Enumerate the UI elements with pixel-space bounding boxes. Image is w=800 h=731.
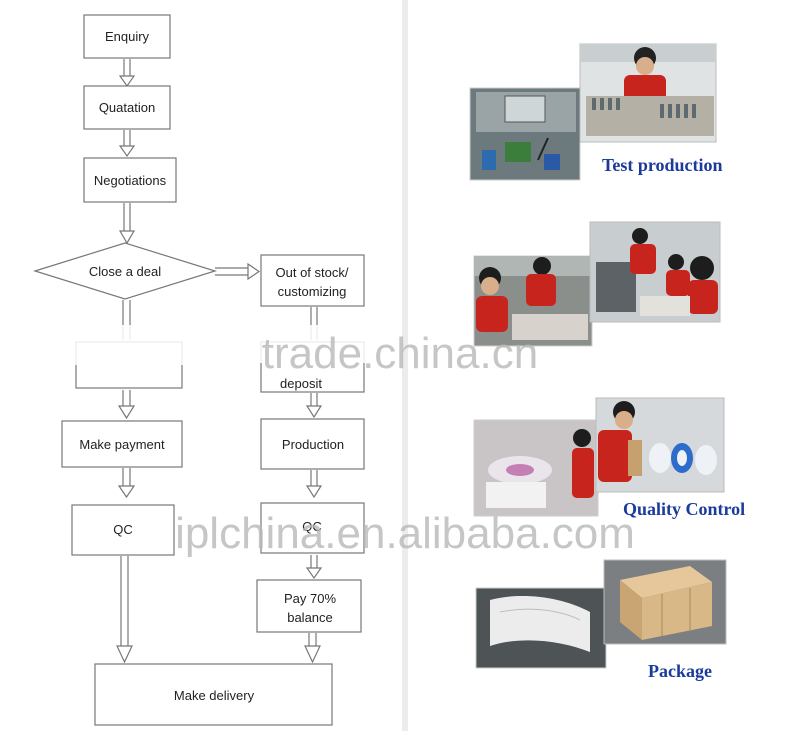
node-make-delivery [94,663,333,726]
arrow-pay-delivery [304,633,321,664]
photo-qc-front [595,397,725,493]
node-close-deal [32,242,218,300]
arrow-deal-outofstock [215,262,261,281]
photo-test-back [469,87,581,181]
blur-band-right [240,325,370,363]
watermark-trade-china: trade.china.cn [262,329,538,378]
arrow-payment-qc [117,468,136,499]
arrow-qc-pay [305,555,323,580]
caption-quality-control: Quality Control [623,499,745,519]
node-qc-left [71,504,175,556]
photo-assembly-back [473,255,593,347]
node-make-payment [61,420,183,468]
label-close-deal: Close a deal [89,264,161,279]
photo-group-package: Package [475,559,727,681]
photo-group-test-production: Test production [469,43,723,181]
panel-divider [402,0,408,731]
node-enquiry [83,14,171,59]
caption-test-production: Test production [602,155,723,175]
arrow-quotation-negotiations [118,130,136,158]
arrow-enquiry-quotation [118,59,136,88]
label-out-of-stock: Out of stock/ [276,265,349,280]
label-make-payment: Make payment [79,437,165,452]
blur-band [60,325,190,365]
photo-group-assembly [473,221,721,347]
arrow-deposit-production [305,393,323,419]
label-make-delivery: Make delivery [174,688,255,703]
label-deposit: deposit [280,376,322,391]
node-qc-right [260,502,365,554]
label-pay-70: Pay 70% [284,591,336,606]
node-pay-balance [256,579,362,633]
label-qc-right: QC [302,519,322,534]
photo-group-quality-control: Quality Control [473,397,745,519]
node-out-of-stock [260,254,365,307]
flowchart-labels: Enquiry Quatation Negotiations Close a d… [79,29,349,703]
photo-assembly-front [589,221,721,323]
caption-package: Package [648,661,712,681]
label-customizing: customizing [278,284,347,299]
arrow-left-to-payment [117,390,136,420]
node-negotiations [83,157,177,203]
arrow-production-qc [305,470,323,499]
label-negotiations: Negotiations [94,173,167,188]
label-enquiry: Enquiry [105,29,150,44]
node-quotation [83,85,171,130]
photo-qc-back [473,419,599,517]
photo-package-front [603,559,727,645]
photo-package-back [475,587,607,669]
arrow-negotiations-deal [118,203,136,245]
node-production [260,418,365,470]
label-production: Production [282,437,344,452]
label-qc-left: QC [113,522,133,537]
flowchart [32,14,365,726]
watermark-iplchina: iplchina.en.alibaba.com [175,509,635,558]
label-quotation: Quatation [99,100,155,115]
arrow-qc-delivery [116,556,133,664]
photo-test-front [579,43,717,143]
label-balance: balance [287,610,333,625]
